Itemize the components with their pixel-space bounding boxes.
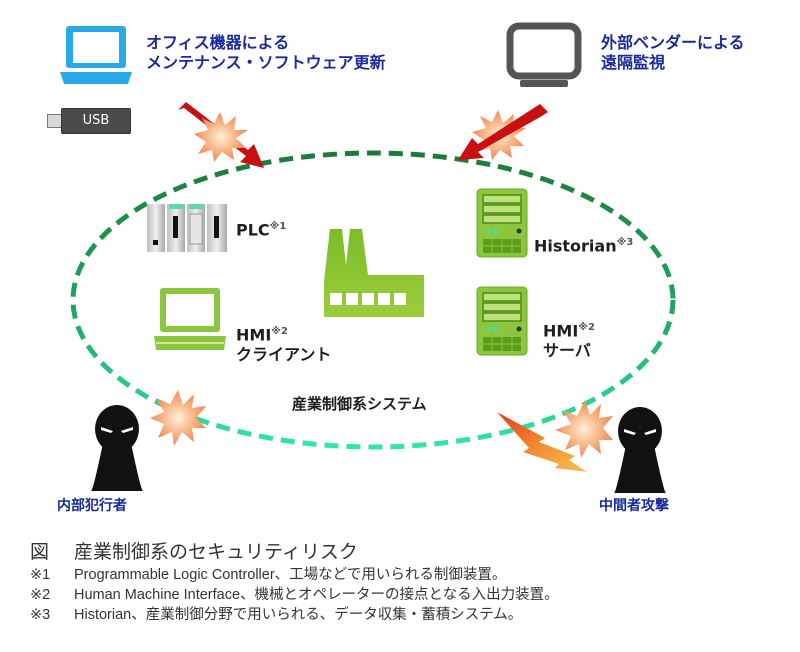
- hmi-client-note-mark: ※2: [271, 326, 288, 337]
- note-text: Human Machine Interface、機械とオペレーターの接点となる入…: [74, 587, 559, 603]
- caption-note: ※2 Human Machine Interface、機械とオペレーターの接点とな…: [30, 585, 559, 605]
- hmi-server-note-mark: ※2: [578, 322, 595, 333]
- factory-icon: [324, 229, 424, 317]
- remote-monitoring-line2: 遠隔監視: [601, 53, 666, 72]
- plc-icon: [147, 204, 227, 252]
- caption-note: ※3 Historian、産業制御分野で用いられる、データ収集・蓄積システム。: [30, 605, 559, 625]
- lightning-bolt-icon: [497, 412, 587, 472]
- hmi-client-laptop-icon: [154, 288, 226, 350]
- laptop-icon: [60, 26, 132, 84]
- insider-label: 内部犯行者: [57, 498, 127, 514]
- hmi-client-label-text: HMI: [236, 325, 272, 345]
- hmi-server-icon: [476, 286, 528, 356]
- plc-label: PLC※1: [236, 217, 286, 240]
- impact-burst: [194, 112, 248, 162]
- impact-burst-insider: [150, 390, 206, 446]
- impact-burst-mitm: [555, 400, 613, 458]
- hmi-client-label: HMI※2 クライアント: [236, 322, 331, 365]
- plc-note-mark: ※1: [269, 221, 287, 232]
- historian-server-icon: [476, 188, 528, 258]
- office-maintenance-line1: オフィス機器による: [146, 33, 290, 52]
- caption-note: ※1 Programmable Logic Controller、工場などで用いら…: [30, 565, 559, 585]
- hmi-server-label: HMI※2 サーバ: [543, 318, 595, 361]
- office-maintenance-label: オフィス機器による メンテナンス・ソフトウェア更新: [146, 33, 386, 73]
- remote-monitoring-label: 外部ベンダーによる 遠隔監視: [601, 33, 745, 73]
- historian-label-text: Historian: [534, 236, 617, 256]
- historian-label: Historian※3: [534, 233, 633, 256]
- monitor-icon: [506, 22, 582, 87]
- insider-person-icon: [91, 405, 143, 491]
- mitm-label: 中間者攻撃: [599, 498, 669, 514]
- caption-title: 図 産業制御系のセキュリティリスク: [30, 541, 559, 565]
- caption-title-mark: 図: [30, 542, 50, 563]
- office-maintenance-line2: メンテナンス・ソフトウェア更新: [146, 53, 386, 72]
- system-label: 産業制御系システム: [292, 395, 427, 413]
- attacker-person-icon: [614, 407, 666, 493]
- usb-label: USB: [61, 108, 131, 134]
- hmi-server-sub-label: サーバ: [543, 341, 591, 361]
- usb-stick-icon: USB: [47, 108, 131, 134]
- caption-title-text: 産業制御系のセキュリティリスク: [74, 542, 358, 563]
- note-mark: ※3: [30, 607, 51, 623]
- hmi-client-sub-label: クライアント: [236, 345, 332, 365]
- note-mark: ※1: [30, 567, 51, 583]
- hmi-server-label-text: HMI: [543, 321, 579, 341]
- note-text: Historian、産業制御分野で用いられる、データ収集・蓄積システム。: [74, 607, 523, 623]
- note-text: Programmable Logic Controller、工場などで用いられる…: [74, 567, 507, 583]
- remote-monitoring-line1: 外部ベンダーによる: [601, 33, 745, 52]
- plc-label-text: PLC: [236, 220, 270, 240]
- attack-arrow-left: [178, 102, 264, 168]
- historian-note-mark: ※3: [616, 237, 634, 248]
- attack-arrow-right: [458, 104, 548, 160]
- note-mark: ※2: [30, 587, 51, 603]
- figure-caption: 図 産業制御系のセキュリティリスク ※1 Programmable Logic Co…: [30, 541, 559, 625]
